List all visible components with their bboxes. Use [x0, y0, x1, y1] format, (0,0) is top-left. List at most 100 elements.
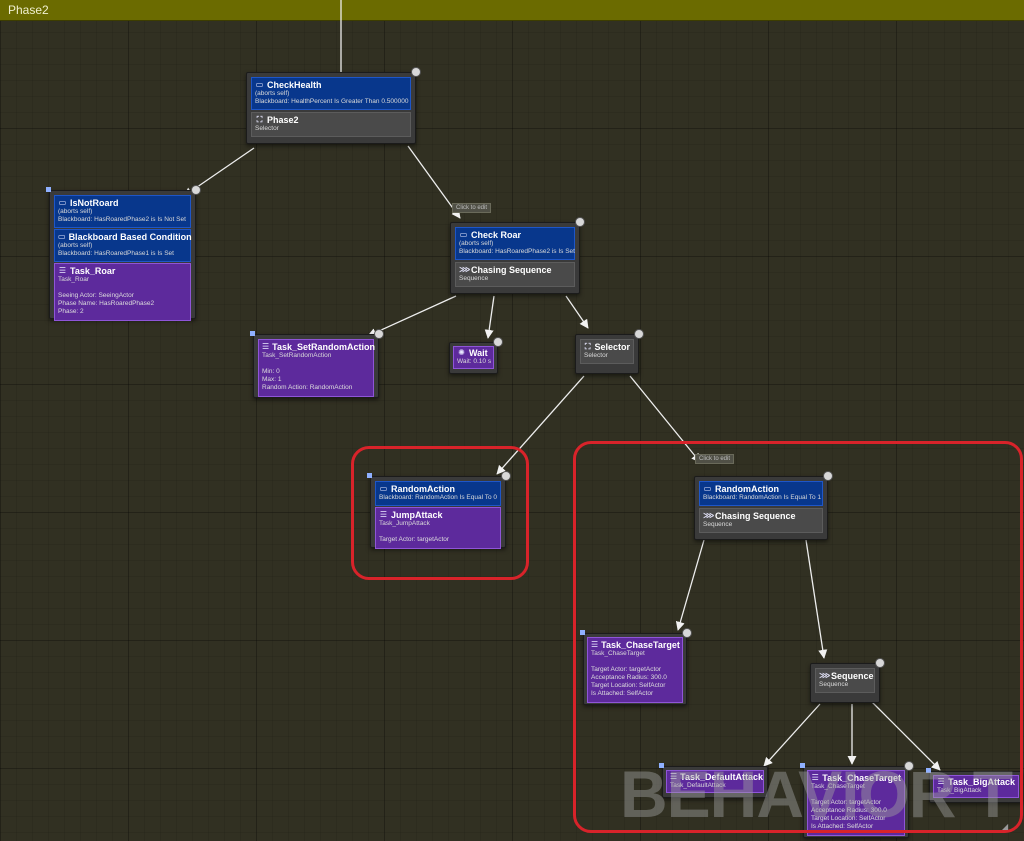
node-subtitle: Sequence	[459, 275, 489, 282]
sequence-composite[interactable]: ⋙Sequence Sequence	[815, 668, 875, 693]
task-jumpattack[interactable]: ☰JumpAttack Task_JumpAttack Target Actor…	[375, 507, 501, 549]
randomaction-decorator[interactable]: ▭RandomAction Blackboard: RandomAction I…	[699, 481, 823, 506]
task-icon: ☰	[379, 510, 388, 519]
decorator-icon: ▭	[459, 230, 468, 239]
phase2-node[interactable]: ▭CheckHealth (aborts self) Blackboard: H…	[246, 67, 421, 144]
node-subtitle: Sequence	[819, 681, 849, 688]
node-subtitle: Selector	[255, 125, 279, 132]
node-output-pin[interactable]	[904, 761, 914, 771]
task-icon: ☰	[811, 773, 819, 782]
selector-node[interactable]: ⛶Selector Selector	[575, 329, 644, 374]
task-detail: Acceptance Radius: 300.0	[591, 674, 667, 681]
sequence-node[interactable]: ⋙Sequence Sequence	[810, 658, 885, 703]
decorator-description: Blackboard: HasRoaredPhase2 is Is Not Se…	[58, 216, 186, 223]
decorator-title: IsNotRoard	[70, 198, 119, 208]
task-setrandomaction[interactable]: ☰Task_SetRandomAction Task_SetRandomActi…	[258, 339, 376, 397]
task-detail: Phase Name: HasRoaredPhase2	[58, 300, 155, 307]
node-subtitle: Sequence	[703, 521, 733, 528]
task-chasetarget-node[interactable]: ☰Task_ChaseTarget Task_ChaseTarget Targe…	[580, 628, 692, 705]
checkhealth-decorator[interactable]: ▭CheckHealth (aborts self) Blackboard: H…	[251, 77, 411, 110]
wait-node[interactable]: ✺Wait Wait: 0.10 s	[449, 337, 503, 374]
task-subtitle: Task_Roar	[58, 276, 90, 283]
task-bigattack-node[interactable]: ☰Task_BigAttack Task_BigAttack	[926, 768, 1023, 803]
task-chasetarget-2-node[interactable]: ☰Task_ChaseTarget Task_ChaseTarget Targe…	[800, 761, 914, 838]
decorator-title: RandomAction	[715, 484, 779, 494]
node-output-pin[interactable]	[191, 185, 201, 195]
task-title: Task_ChaseTarget	[601, 640, 680, 650]
click-to-edit-label[interactable]: Click to edit	[452, 203, 492, 213]
decorator-icon: ▭	[703, 484, 712, 493]
task-title: Task_BigAttack	[948, 777, 1015, 787]
decorator-aborts: (aborts self)	[58, 208, 93, 215]
node-title: Sequence	[831, 671, 874, 681]
task-defaultattack-node[interactable]: ☰Task_DefaultAttack Task_DefaultAttack	[659, 763, 768, 798]
task-chasetarget[interactable]: ☰Task_ChaseTarget Task_ChaseTarget Targe…	[587, 637, 683, 703]
task-detail: Acceptance Radius: 300.0	[811, 807, 887, 814]
node-marker	[800, 763, 805, 768]
selector-icon: ⛶	[584, 342, 591, 351]
sequence-icon: ⋙	[819, 671, 831, 680]
task-setrandomaction-node[interactable]: ☰Task_SetRandomAction Task_SetRandomActi…	[250, 329, 384, 398]
chasing-sequence-2-node[interactable]: ▭RandomAction Blackboard: RandomAction I…	[694, 471, 833, 540]
node-title: Chasing Sequence	[715, 511, 796, 521]
task-title: Task_SetRandomAction	[272, 342, 376, 352]
jumpattack-node[interactable]: ▭RandomAction Blackboard: RandomAction I…	[367, 471, 511, 549]
node-output-pin[interactable]	[634, 329, 644, 339]
chasing-sequence[interactable]: ⋙Chasing Sequence Sequence	[455, 262, 575, 287]
task-detail: Target Actor: targetActor	[379, 536, 450, 543]
node-marker	[46, 187, 51, 192]
decorator-description: Blackboard: RandomAction Is Equal To 0	[379, 494, 498, 501]
decorator-icon: ▭	[379, 484, 388, 493]
decorator-title: RandomAction	[391, 484, 455, 494]
task-bigattack[interactable]: ☰Task_BigAttack Task_BigAttack	[933, 775, 1019, 798]
task-detail: Seeing Actor: SeeingActor	[58, 292, 134, 299]
task-icon: ☰	[58, 266, 67, 275]
node-title: Phase2	[267, 115, 299, 125]
decorator-icon: ▭	[58, 232, 66, 241]
task-detail: Max: 1	[262, 376, 282, 383]
task-detail: Random Action: RandomAction	[262, 384, 353, 391]
task-subtitle: Task_SetRandomAction	[262, 352, 332, 359]
node-output-pin[interactable]	[575, 217, 585, 227]
task-wait[interactable]: ✺Wait Wait: 0.10 s	[453, 346, 494, 369]
behavior-tree-watermark: BEHAVIOR T	[620, 757, 1013, 831]
decorator-title: Check Roar	[471, 230, 522, 240]
node-marker	[580, 630, 585, 635]
isnotroard-decorator[interactable]: ▭IsNotRoard (aborts self) Blackboard: Ha…	[54, 195, 191, 228]
phase2-selector[interactable]: ⛶Phase2 Selector	[251, 112, 411, 137]
node-output-pin[interactable]	[823, 471, 833, 481]
decorator-aborts: (aborts self)	[58, 242, 93, 249]
node-output-pin[interactable]	[493, 337, 503, 347]
task-detail: Target Actor: targetActor	[591, 666, 662, 673]
node-marker	[926, 768, 931, 773]
task-roar[interactable]: ☰Task_Roar Task_Roar Seeing Actor: Seein…	[54, 263, 191, 321]
chasing-sequence-2[interactable]: ⋙Chasing Sequence Sequence	[699, 508, 823, 533]
node-output-pin[interactable]	[501, 471, 511, 481]
resize-grip-icon[interactable]: ◢	[1002, 822, 1009, 831]
graph-header: Phase2	[0, 0, 1024, 21]
task-detail: Target Location: SelfActor	[591, 682, 666, 689]
node-output-pin[interactable]	[411, 67, 421, 77]
node-output-pin[interactable]	[374, 329, 384, 339]
task-title: Task_DefaultAttack	[680, 772, 764, 782]
task-icon: ☰	[262, 342, 270, 351]
node-title: Chasing Sequence	[471, 265, 552, 275]
node-output-pin[interactable]	[682, 628, 692, 638]
task-subtitle: Task_JumpAttack	[379, 520, 430, 527]
task-detail: Phase: 2	[58, 308, 84, 315]
task-icon: ☰	[937, 777, 945, 786]
blackboard-condition-decorator[interactable]: ▭Blackboard Based Condition (aborts self…	[54, 229, 192, 262]
randomaction-decorator[interactable]: ▭RandomAction Blackboard: RandomAction I…	[375, 481, 501, 506]
task-defaultattack[interactable]: ☰Task_DefaultAttack Task_DefaultAttack	[666, 770, 764, 793]
selector-composite[interactable]: ⛶Selector Selector	[580, 339, 634, 364]
task-chasetarget-2[interactable]: ☰Task_ChaseTarget Task_ChaseTarget Targe…	[807, 770, 905, 836]
click-to-edit-label[interactable]: Click to edit	[695, 454, 735, 464]
checkroar-decorator[interactable]: ▭Check Roar (aborts self) Blackboard: Ha…	[455, 227, 575, 260]
sequence-icon: ⋙	[459, 265, 471, 274]
chasing-sequence-node[interactable]: ▭Check Roar (aborts self) Blackboard: Ha…	[450, 217, 585, 294]
sequence-icon: ⋙	[703, 511, 715, 520]
node-output-pin[interactable]	[875, 658, 885, 668]
decorator-description: Blackboard: HealthPercent Is Greater Tha…	[255, 98, 409, 105]
task-detail: Target Location: SelfActor	[811, 815, 886, 822]
roar-branch-node[interactable]: ▭ IsNotRoard (aborts self) Blackboard: Ha…	[46, 185, 201, 321]
